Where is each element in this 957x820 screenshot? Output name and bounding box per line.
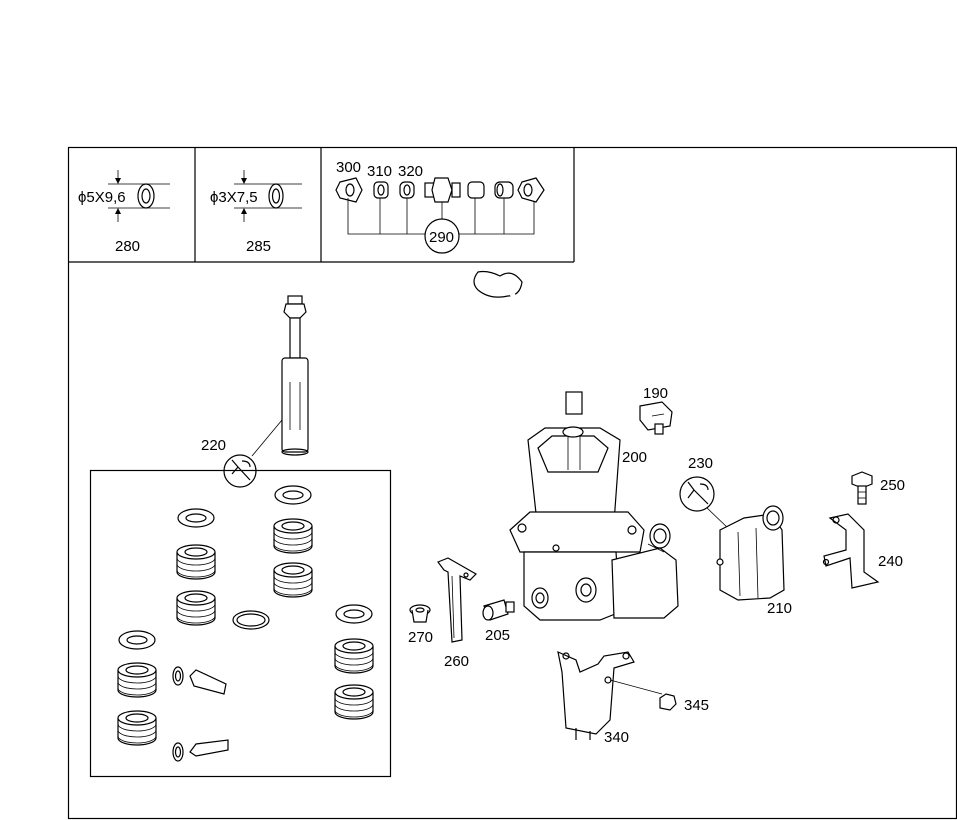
callout-220: 220 (201, 437, 226, 454)
part-270-plug: 270 (408, 604, 433, 646)
callout-340: 340 (604, 729, 629, 746)
part-200-shift-housing: 200 (509, 426, 679, 621)
seal-kit-bearings (117, 485, 374, 762)
part-240-bracket: 240 (822, 513, 903, 589)
callout-280: 280 (115, 238, 140, 255)
callout-300: 300 (336, 159, 361, 176)
part-205-connector: 205 (482, 599, 515, 644)
dim-label-285: ϕ3X7,5 (210, 189, 258, 206)
callout-190: 190 (643, 385, 668, 402)
part-210-actuator: 210 (716, 505, 792, 617)
dim-label-280: ϕ5X9,6 (78, 189, 126, 206)
part-345-nut: 345 (609, 679, 709, 714)
part-260-guide: 260 (437, 557, 477, 670)
callout-310: 310 (367, 163, 392, 180)
part-250-bolt: 250 (851, 471, 905, 505)
callout-285: 285 (246, 238, 271, 255)
callout-290: 290 (429, 229, 454, 246)
part-280-sleeve: ϕ5X9,6 280 (78, 170, 170, 255)
part-285-sleeve: ϕ3X7,5 285 (210, 170, 302, 255)
wrench-icon: 230 (679, 455, 731, 531)
callout-240: 240 (878, 553, 903, 570)
outer-frame (67, 146, 957, 820)
callout-345: 345 (684, 697, 709, 714)
callout-260: 260 (444, 653, 469, 670)
part-190-block: 190 (639, 385, 673, 435)
part-220-installer-tool: 220 (201, 295, 309, 457)
callout-230: 230 (688, 455, 713, 472)
gear-lever-shaft (473, 270, 583, 415)
callout-205: 205 (485, 627, 510, 644)
callout-200: 200 (622, 449, 647, 466)
seal-kit-box (89, 469, 392, 778)
callout-270: 270 (408, 629, 433, 646)
part-290-fittings-set: 300 310 320 290 (335, 159, 545, 254)
callout-210: 210 (767, 600, 792, 617)
callout-320: 320 (398, 163, 423, 180)
callout-250: 250 (880, 477, 905, 494)
part-340-bracket: 340 (557, 650, 635, 746)
